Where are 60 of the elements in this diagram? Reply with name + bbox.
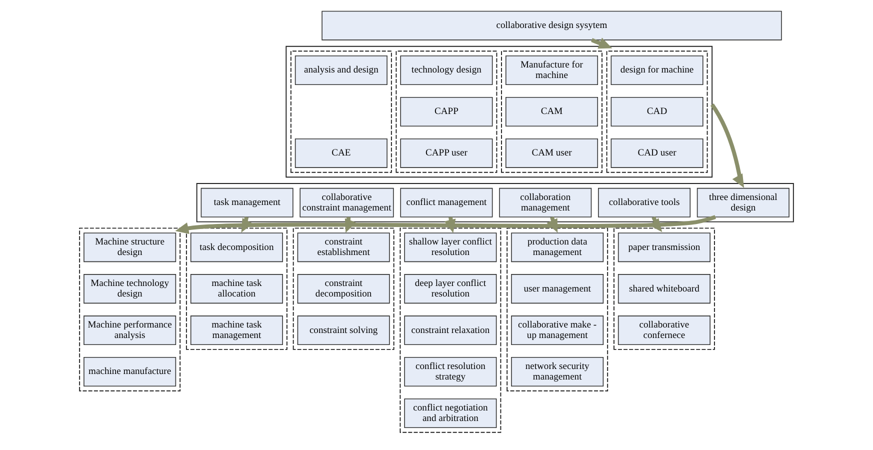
node-box: collaborative confernece [618,316,710,346]
node-box: collaborative make - up management [511,316,604,346]
cluster [400,228,502,433]
cluster [396,50,498,173]
node-box: user management [511,274,604,304]
node-box: Manufacture for machine [506,56,598,86]
node-box: shallow layer conflict resolution [404,232,497,262]
node-box: task management [200,188,294,218]
node-box: CAPP user [400,138,493,168]
node-box: deep layer conflict resolution [404,274,497,304]
cluster [613,228,715,350]
node-box: constraint relaxation [404,316,497,346]
cluster [501,50,602,173]
cluster [79,228,181,392]
node-box: CAM user [506,138,598,168]
node-box: collaborative design sysytem [322,10,782,40]
node-box: CAD [610,96,704,126]
node-box: three dimensional design [696,188,790,218]
node-box: network security management [511,357,604,387]
node-box: constraint solving [297,316,390,346]
node-box: conflict negotiation and arbitration [404,398,497,428]
arrow [444,216,456,234]
node-box: machine manufacture [84,357,176,387]
node-box: conflict resolution strategy [404,357,497,387]
cluster [196,183,794,222]
arrow [546,216,558,233]
node-box: collaborative constraint management [300,188,394,218]
arrow [241,216,253,233]
cluster [506,228,608,392]
node-box: CAPP [400,96,493,126]
node-box: Machine technology design [84,274,176,304]
node-box: CAD user [610,138,704,168]
cluster [286,46,713,178]
node-box: analysis and design [294,56,388,86]
node-box: constraint decomposition [297,274,390,304]
cluster [606,50,708,173]
cluster [186,228,288,350]
node-box: Machine performance analysis [84,316,176,346]
cluster [292,228,394,350]
node-box: paper transmission [618,232,710,262]
node-box: production data management [511,232,604,262]
node-box: collaboration management [499,188,592,218]
arrow [344,217,356,233]
node-box: design for machine [610,56,704,86]
node-box: Machine structure design [84,232,176,262]
node-box: technology design [400,56,493,86]
node-box: shared whiteboard [618,274,710,304]
node-box: collaborative tools [598,188,691,218]
arrow [591,38,612,49]
node-box: constraint establishment [297,232,390,262]
arrow [710,103,744,188]
cluster [290,50,392,173]
node-box: machine task management [190,316,283,346]
node-box: CAM [506,96,598,126]
arrow [175,215,716,234]
node-box: task decomposition [190,232,283,262]
node-box: CAE [294,138,388,168]
node-box: conflict management [400,188,493,218]
node-box: machine task allocation [190,274,283,304]
arrow [649,216,662,232]
